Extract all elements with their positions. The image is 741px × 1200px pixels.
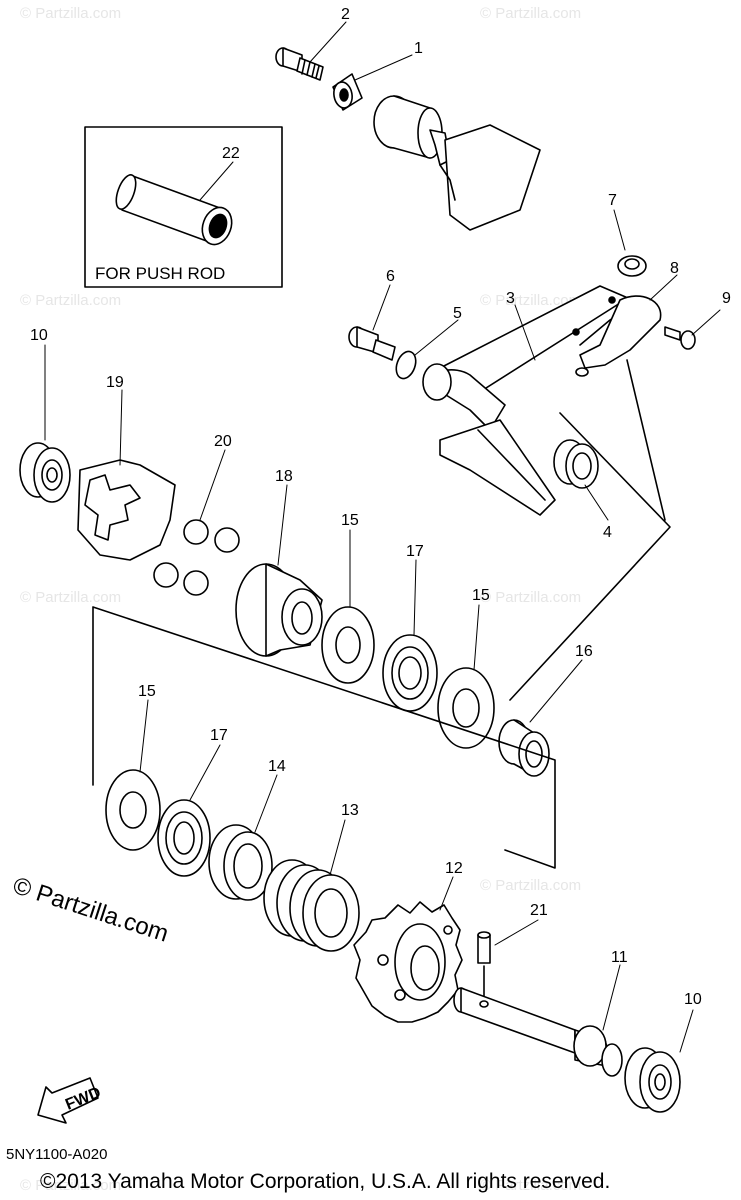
callout-22: 22 xyxy=(222,145,240,162)
callout-16: 16 xyxy=(575,643,593,660)
collar-1 xyxy=(332,73,363,111)
ratchet-18 xyxy=(235,563,323,657)
spring-13 xyxy=(263,859,360,952)
thrust-bearing-17-upper xyxy=(382,634,438,712)
watermark-text: © Partzilla.com xyxy=(480,1177,581,1194)
callout-18: 18 xyxy=(275,468,293,485)
spring-guide-14 xyxy=(208,824,273,901)
callout-15: 15 xyxy=(341,512,359,529)
kick-gear-12 xyxy=(353,901,463,1023)
callout-3: 3 xyxy=(506,290,515,307)
callout-17: 17 xyxy=(210,727,228,744)
watermark-text: © Partzilla.com xyxy=(480,5,581,22)
callout-numbers: 2 1 22 7 8 6 3 9 5 10 19 20 18 15 4 17 1… xyxy=(30,6,731,1008)
watermark-text: © Partzilla.com xyxy=(480,877,581,894)
callout-8: 8 xyxy=(670,260,679,277)
callout-15: 15 xyxy=(138,683,156,700)
bushing-4 xyxy=(553,439,599,489)
callout-9: 9 xyxy=(722,290,731,307)
watermark-text: © Partzilla.com xyxy=(20,292,121,309)
washer-15-lower xyxy=(105,769,161,851)
watermark-text: © Partzilla.com xyxy=(20,589,121,606)
callout-4: 4 xyxy=(603,524,612,541)
inset-box xyxy=(84,126,283,288)
lever-shaft-assembly xyxy=(373,95,541,231)
watermarks: © Partzilla.com © Partzilla.com © Partzi… xyxy=(20,5,581,1194)
washer-15-right xyxy=(437,667,495,749)
push-rod-collar xyxy=(115,174,233,246)
watermark-text: © Partzilla.com xyxy=(20,1177,121,1194)
callout-10: 10 xyxy=(30,327,48,344)
bolt-9 xyxy=(664,326,696,350)
bushing-16 xyxy=(498,719,550,777)
diagram-code: 5NY1100-A020 xyxy=(6,1146,108,1163)
callout-15: 15 xyxy=(472,587,490,604)
bearing-10-left xyxy=(19,442,71,503)
bearing-10-right xyxy=(624,1047,681,1113)
watermark-text: © Partzilla.com xyxy=(480,589,581,606)
leader-lines xyxy=(44,21,721,1053)
callout-12: 12 xyxy=(445,860,463,877)
fwd-arrow-icon xyxy=(37,1077,99,1124)
inset-label: FOR PUSH ROD xyxy=(95,264,225,283)
kick-shaft-11 xyxy=(453,987,623,1077)
callout-14: 14 xyxy=(268,758,286,775)
copyright-notice: ©2013 Yamaha Motor Corporation, U.S.A. A… xyxy=(40,1170,611,1193)
washer-15-upper xyxy=(321,606,375,684)
pin-21 xyxy=(477,931,491,1006)
callout-17: 17 xyxy=(406,543,424,560)
callout-7: 7 xyxy=(608,192,617,209)
callout-10: 10 xyxy=(684,991,702,1008)
callout-21: 21 xyxy=(530,902,548,919)
thrust-bearing-17-lower xyxy=(157,799,211,877)
washer-7 xyxy=(617,255,647,277)
washer-5 xyxy=(395,350,417,380)
callout-1: 1 xyxy=(414,40,423,57)
watermark-text: © Partzilla.com xyxy=(20,5,121,22)
bolt-6 xyxy=(348,326,396,361)
balls-20 xyxy=(153,519,240,596)
callout-5: 5 xyxy=(453,305,462,322)
callout-11: 11 xyxy=(611,949,628,966)
assembly-lines xyxy=(92,359,671,869)
ratchet-guide-19 xyxy=(77,459,176,561)
callout-13: 13 xyxy=(341,802,359,819)
callout-19: 19 xyxy=(106,374,124,391)
callout-2: 2 xyxy=(341,6,350,23)
bolt-2 xyxy=(275,47,324,81)
callout-20: 20 xyxy=(214,433,232,450)
callout-6: 6 xyxy=(386,268,395,285)
clamp-8 xyxy=(575,295,662,377)
watermark-text: © Partzilla.com xyxy=(480,292,581,309)
